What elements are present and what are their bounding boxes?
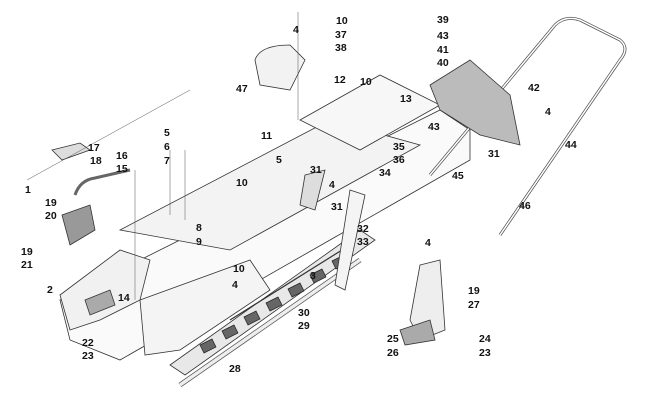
callout-31: 31 (310, 164, 322, 176)
callout-32: 32 (357, 223, 369, 235)
callout-36: 36 (393, 154, 405, 166)
callout-24: 24 (479, 333, 491, 345)
foot-pad-22 (84, 289, 116, 316)
callout-4: 4 (293, 24, 299, 36)
callout-26: 26 (387, 347, 399, 359)
callout-47: 47 (236, 83, 248, 95)
callout-21: 21 (21, 259, 33, 271)
callout-5: 5 (276, 154, 282, 166)
callout-8: 8 (196, 222, 202, 234)
callout-30: 30 (298, 307, 310, 319)
callout-14: 14 (118, 292, 130, 304)
callout-31: 31 (488, 148, 500, 160)
callout-10: 10 (233, 263, 245, 275)
callout-5: 5 (164, 127, 170, 139)
taillight-housing (429, 59, 521, 146)
callout-4: 4 (329, 179, 335, 191)
callout-19: 19 (21, 246, 33, 258)
callout-27: 27 (468, 299, 480, 311)
foot-pad-24 (399, 319, 436, 346)
callout-33: 33 (357, 236, 369, 248)
callout-20: 20 (45, 210, 57, 222)
callout-15: 15 (116, 163, 128, 175)
callout-23: 23 (82, 350, 94, 362)
callout-46: 46 (519, 200, 531, 212)
callout-40: 40 (437, 57, 449, 69)
callout-41: 41 (437, 44, 449, 56)
callout-43: 43 (437, 30, 449, 42)
callout-39: 39 (437, 14, 449, 26)
callout-13: 13 (400, 93, 412, 105)
callout-10: 10 (360, 76, 372, 88)
callout-4: 4 (232, 279, 238, 291)
bracket-20 (61, 204, 96, 246)
lower-tunnel (139, 259, 271, 356)
callout-42: 42 (528, 82, 540, 94)
tunnel-top-plate (118, 119, 422, 251)
callout-25: 25 (387, 333, 399, 345)
callout-34: 34 (379, 167, 391, 179)
callout-7: 7 (164, 155, 170, 167)
callout-6: 6 (164, 141, 170, 153)
callout-10: 10 (236, 177, 248, 189)
callout-18: 18 (90, 155, 102, 167)
callout-9: 9 (196, 236, 202, 248)
callout-1: 1 (25, 184, 31, 196)
callout-35: 35 (393, 141, 405, 153)
callout-38: 38 (335, 42, 347, 54)
callout-19: 19 (45, 197, 57, 209)
seat-cushion (254, 44, 306, 91)
rail-29 (229, 244, 351, 321)
bracket-33 (334, 189, 366, 291)
callout-16: 16 (116, 150, 128, 162)
callout-23: 23 (479, 347, 491, 359)
callout-12: 12 (334, 74, 346, 86)
callout-19: 19 (468, 285, 480, 297)
callout-4: 4 (545, 106, 551, 118)
callout-11: 11 (261, 130, 273, 142)
callout-4: 4 (425, 237, 431, 249)
callout-31: 31 (331, 201, 343, 213)
callout-45: 45 (452, 170, 464, 182)
callout-29: 29 (298, 320, 310, 332)
callout-44: 44 (565, 139, 577, 151)
plate-32 (299, 169, 326, 211)
callout-17: 17 (88, 142, 100, 154)
callout-28: 28 (229, 363, 241, 375)
callout-2: 2 (47, 284, 53, 296)
flap-17 (51, 142, 91, 161)
callout-3: 3 (310, 270, 316, 282)
callout-37: 37 (335, 29, 347, 41)
callout-10: 10 (336, 15, 348, 27)
callout-43: 43 (428, 121, 440, 133)
grab-handle (73, 168, 131, 196)
callout-22: 22 (82, 337, 94, 349)
